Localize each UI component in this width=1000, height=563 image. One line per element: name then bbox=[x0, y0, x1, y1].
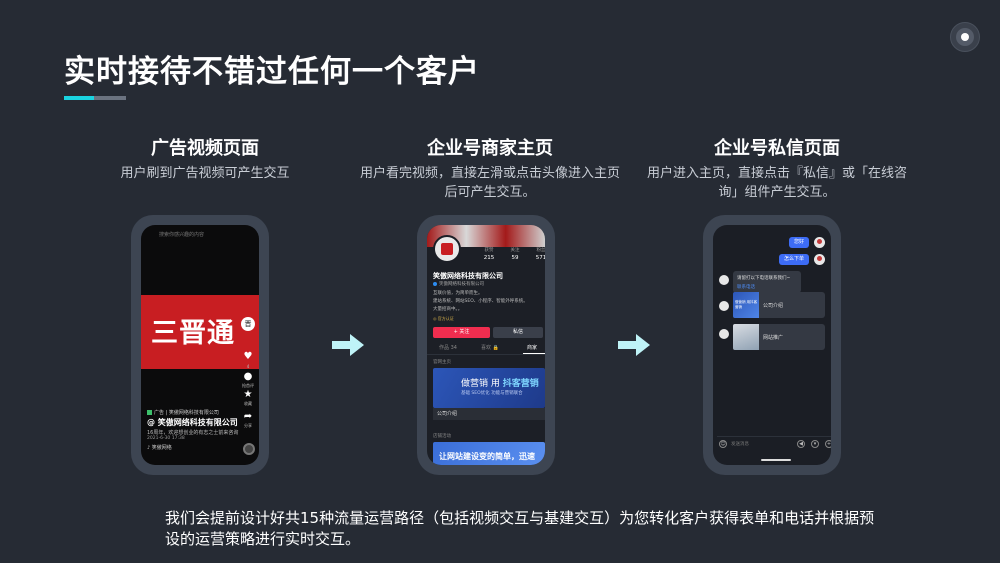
tab-merchant[interactable]: 商家 bbox=[527, 345, 538, 351]
home-indicator bbox=[761, 459, 791, 461]
tab-likes[interactable]: 喜欢 🔒 bbox=[481, 345, 499, 351]
footer-note: 我们会提前设计好共15种流量运营路径（包括视频交互与基建交互）为您转化客户获得表… bbox=[165, 509, 875, 548]
column-title-ad-video: 广告视频页面 bbox=[151, 138, 259, 159]
creator-avatar[interactable]: 晋 bbox=[241, 317, 255, 331]
message-input-bar[interactable]: ☺ 发送消息 ◀ ▾ + bbox=[717, 436, 831, 450]
section-label-website: 官网主页 bbox=[433, 360, 451, 365]
card-thumbnail bbox=[733, 324, 759, 350]
bot-avatar bbox=[719, 301, 729, 311]
activity-card[interactable] bbox=[433, 442, 545, 465]
profile-bio-line: 大量招商中。。 bbox=[433, 307, 463, 312]
chat-message-user: 您好 bbox=[788, 237, 809, 248]
ad-tick-icon bbox=[147, 410, 152, 415]
corner-target-icon bbox=[950, 22, 980, 52]
tab-works[interactable]: 作品 34 bbox=[439, 345, 457, 351]
column-desc-private-message: 用户进入主页，直接点击『私信』或「在线咨询」组件产生交互。 bbox=[647, 166, 908, 200]
message-button[interactable]: 私信 bbox=[493, 327, 543, 338]
banner-text: 三晋通 bbox=[151, 318, 235, 349]
website-card-sub: 基础 SEO优化 功能与营销联合 bbox=[461, 391, 523, 396]
profile-avatar[interactable] bbox=[433, 235, 461, 263]
search-hint[interactable]: 搜索你感兴趣的内容 bbox=[159, 232, 205, 238]
column-title-merchant-home: 企业号商家主页 bbox=[427, 138, 553, 159]
likes-count: 4 bbox=[246, 364, 250, 369]
website-card[interactable] bbox=[433, 368, 545, 408]
column-desc-merchant-home: 用户看完视频，直接左滑或点击头像进入主页后可产生交互。 bbox=[360, 166, 621, 200]
ad-video-screen[interactable]: 搜索你感兴趣的内容 三晋通 晋 ♥ 4 ● 抢首评 ★ 收藏 ➦ 分享 广告 |… bbox=[141, 225, 259, 465]
bot-avatar bbox=[719, 329, 729, 339]
company-intro-link[interactable]: 公司介绍 bbox=[433, 408, 545, 420]
ad-date: 2021-6-30 17:38 bbox=[147, 436, 185, 441]
message-input[interactable]: 发送消息 bbox=[731, 442, 749, 447]
arrow-right-icon bbox=[618, 334, 650, 356]
heart-icon[interactable]: ♥ bbox=[243, 351, 253, 362]
verified-icon bbox=[433, 281, 437, 286]
ad-description: 16周年，欢迎想创业的有志之士前来咨询 bbox=[147, 430, 239, 436]
share-label: 分享 bbox=[244, 423, 252, 428]
chat-message-user: 怎么下单 bbox=[778, 254, 809, 265]
voice-icon[interactable]: ◀ bbox=[797, 440, 805, 448]
phone-link[interactable]: 联系电话 bbox=[737, 285, 755, 290]
arrow-right-icon bbox=[332, 334, 364, 356]
emoji-icon[interactable]: ☺ bbox=[719, 440, 727, 448]
phone-private-message: 您好 怎么下单 请留打以下电话联系我们~ 联系电话 做营销 用抖客营销 公司介绍… bbox=[703, 215, 841, 475]
comment-label: 抢首评 bbox=[242, 383, 254, 388]
star-icon[interactable]: ★ bbox=[243, 389, 253, 400]
music-disc-icon[interactable] bbox=[243, 443, 255, 455]
user-avatar bbox=[814, 237, 825, 248]
column-title-private-message: 企业号私信页面 bbox=[714, 138, 840, 159]
card-thumbnail: 做营销 用抖客营销 bbox=[733, 292, 759, 318]
page-title: 实时接待不错过任何一个客户 bbox=[64, 54, 480, 90]
expand-icon[interactable]: ▾ bbox=[811, 440, 819, 448]
ad-music[interactable]: ♪ 笑傲网络 bbox=[147, 445, 172, 451]
chat-screen: 您好 怎么下单 请留打以下电话联系我们~ 联系电话 做营销 用抖客营销 公司介绍… bbox=[713, 225, 831, 465]
profile-name: 笑傲网络科技有限公司 bbox=[433, 272, 503, 280]
profile-tabs: 作品 34 喜欢 🔒 商家 bbox=[427, 343, 545, 355]
title-underline bbox=[64, 96, 126, 100]
activity-card-title: 让网站建设变的简单，迅速 bbox=[439, 452, 535, 461]
bot-avatar bbox=[719, 275, 729, 285]
profile-bio-line: 建站系统、网站SEO、小程序、智能外呼系统。 bbox=[433, 299, 528, 304]
video-banner bbox=[141, 295, 259, 369]
comment-icon[interactable]: ● bbox=[243, 371, 253, 382]
company-intro-card-title[interactable]: 公司介绍 bbox=[763, 303, 784, 309]
chat-message-bot: 请留打以下电话联系我们~ 联系电话 bbox=[733, 271, 801, 293]
user-avatar bbox=[814, 254, 825, 265]
certification-badge: ◎ 官方认证 bbox=[433, 316, 454, 321]
website-card-title: 做营销 用 抖客营销 bbox=[461, 379, 539, 389]
ad-tag-text: 广告 | 笑傲网络科技有限公司 bbox=[154, 410, 219, 416]
phone-ad-video: 搜索你感兴趣的内容 三晋通 晋 ♥ 4 ● 抢首评 ★ 收藏 ➦ 分享 广告 |… bbox=[131, 215, 269, 475]
section-label-activity: 店铺活动 bbox=[433, 434, 451, 439]
follow-button[interactable]: + 关注 bbox=[433, 327, 490, 338]
column-desc-ad-video: 用户刷到广告视频可产生交互 bbox=[120, 166, 290, 181]
tab-indicator bbox=[523, 353, 545, 354]
profile-bio-line: 互联价值，为简单而生。 bbox=[433, 291, 483, 296]
ad-account-name[interactable]: @ 笑傲网络科技有限公司 bbox=[147, 418, 238, 427]
favorite-label: 收藏 bbox=[244, 401, 252, 406]
promotion-card-title[interactable]: 网站推广 bbox=[763, 335, 784, 341]
plus-icon[interactable]: + bbox=[825, 440, 831, 448]
profile-verified: 笑傲网络科技有限公司 bbox=[433, 281, 484, 287]
ad-tag-line[interactable]: 广告 | 笑傲网络科技有限公司 bbox=[147, 409, 219, 416]
share-icon[interactable]: ➦ bbox=[243, 411, 253, 422]
